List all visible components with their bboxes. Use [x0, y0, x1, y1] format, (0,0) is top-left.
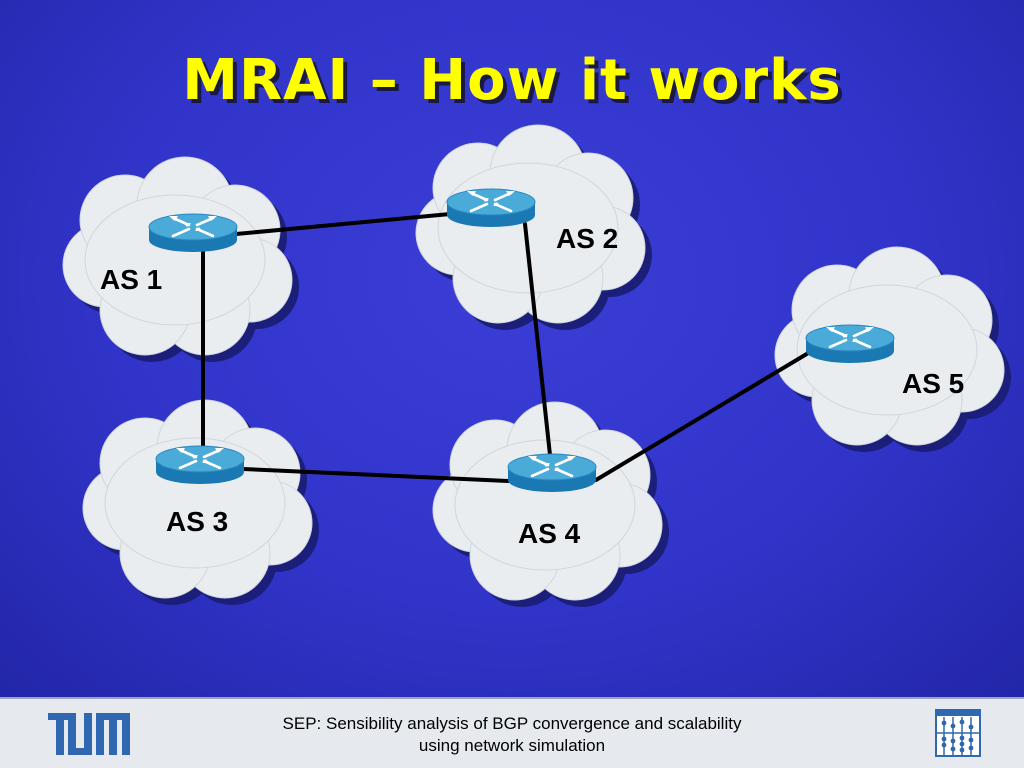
router-icon: [804, 323, 896, 365]
as5-label: AS 5: [902, 368, 964, 399]
slide-title: MRAI – How it works: [182, 48, 842, 113]
footer-line-2: using network simulation: [418, 736, 606, 755]
router-icon: [445, 187, 537, 229]
link-as2-as4: [523, 222, 552, 457]
slide-background: MRAI – How it works: [0, 0, 1024, 697]
router-icon: [147, 212, 239, 254]
tum-logo: [48, 713, 130, 755]
cloud-as4: [432, 401, 669, 607]
link-as4-as5: [594, 350, 812, 482]
network-diagram: AS 1 AS 2 AS 3 AS 4 AS 5: [62, 124, 1011, 607]
link-as1-as2: [234, 212, 452, 236]
cloud-as1: [62, 156, 299, 362]
footer-caption: SEP: Sensibility analysis of BGP converg…: [180, 713, 844, 757]
as1-label: AS 1: [100, 264, 162, 295]
as2-label: AS 2: [556, 223, 618, 254]
footer-line-1: SEP: Sensibility analysis of BGP converg…: [282, 714, 742, 733]
router-icon: [506, 452, 598, 494]
footer-bar: SEP: Sensibility analysis of BGP converg…: [0, 697, 1024, 768]
as3-label: AS 3: [166, 506, 228, 537]
router-icon: [154, 444, 246, 486]
link-as3-as4: [241, 467, 510, 483]
as4-label: AS 4: [518, 518, 581, 549]
faculty-logo: [935, 709, 981, 757]
